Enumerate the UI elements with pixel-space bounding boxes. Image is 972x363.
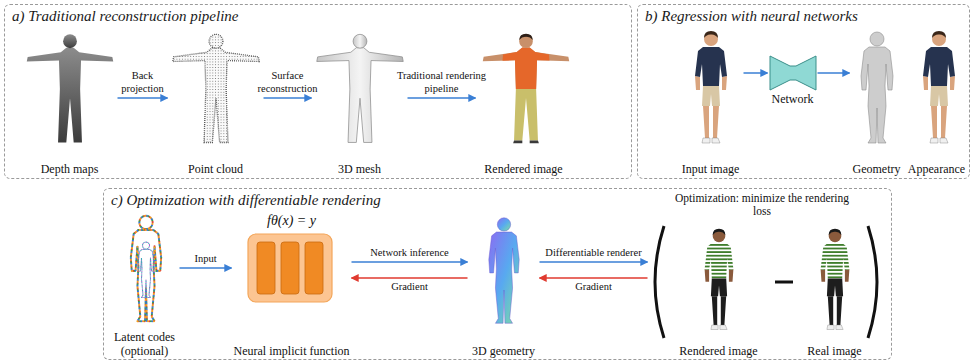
function-node: fθ(x) = y Neural implicit function xyxy=(232,212,352,358)
caption: Geometry xyxy=(850,162,904,176)
figure-node: Point cloud xyxy=(168,28,264,176)
arrow-label: Back projection xyxy=(115,70,170,95)
flow-arrow xyxy=(180,267,232,269)
caption: Network xyxy=(768,92,818,106)
figure-node: Rendered image xyxy=(648,212,770,358)
caption: Neural implicit function xyxy=(232,344,352,358)
arrow-label: Gradient xyxy=(391,281,428,294)
caption: fθ(x) = y xyxy=(232,212,352,229)
figure-node: Input image xyxy=(678,26,744,176)
arrow-label: Surface reconstruction xyxy=(252,70,324,95)
caption: Appearance xyxy=(906,162,968,176)
gradient-arrow xyxy=(540,277,648,279)
flow-arrow xyxy=(408,97,476,99)
flow-arrow xyxy=(118,97,168,99)
figure-node: Depth maps xyxy=(22,28,118,176)
caption: Point cloud xyxy=(168,162,264,176)
arrow-label: Network inference xyxy=(370,247,448,260)
flow-arrow xyxy=(352,261,468,263)
panel-title: b) Regression with neural networks xyxy=(645,7,969,25)
flow-arrow xyxy=(818,72,850,74)
network-node: Network xyxy=(768,54,818,106)
arrow-label: Differentiable renderer xyxy=(545,247,641,260)
dashed-panel: a) Traditional reconstruction pipelineDe… xyxy=(4,4,632,179)
figure-node: Appearance xyxy=(906,26,968,176)
figure-node: 3D mesh xyxy=(312,28,408,176)
flow-arrow xyxy=(744,72,768,74)
caption: 3D mesh xyxy=(312,162,408,176)
caption: 3D geometry xyxy=(468,344,540,358)
note-label: Optimization: minimize the rendering los… xyxy=(667,192,857,218)
arrow-label: Gradient xyxy=(575,281,612,294)
caption: Latent codes (optional) xyxy=(110,330,180,358)
figure-node: Geometry xyxy=(850,26,904,176)
flow-arrow xyxy=(540,261,648,263)
panel-title: a) Traditional reconstruction pipeline xyxy=(12,7,631,25)
caption: Rendered image xyxy=(648,344,770,358)
arrow-label: Input xyxy=(194,253,216,266)
caption: Input image xyxy=(678,162,744,176)
caption: Depth maps xyxy=(22,162,118,176)
figure-node: Real image xyxy=(798,212,872,358)
caption: Real image xyxy=(798,344,872,358)
dashed-panel: b) Regression with neural networksInput … xyxy=(637,4,970,179)
arrow-label: Traditional rendering pipeline xyxy=(397,70,487,95)
dashed-panel: c) Optimization with differentiable rend… xyxy=(103,188,892,360)
figure-node: Latent codes (optional) xyxy=(110,212,180,358)
caption: Rendered image xyxy=(476,162,572,176)
flow-arrow xyxy=(264,97,312,99)
figure-node: 3D geometry xyxy=(468,212,540,358)
gradient-arrow xyxy=(352,277,468,279)
figure-node: Rendered image xyxy=(476,28,572,176)
